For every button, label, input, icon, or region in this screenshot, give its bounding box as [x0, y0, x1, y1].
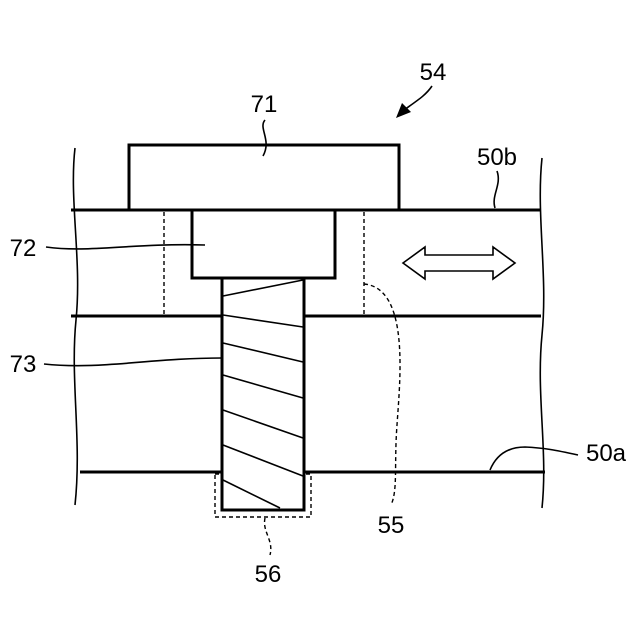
pointer-arrow-icon [396, 86, 432, 118]
label-50b: 50b [477, 144, 517, 171]
label-56: 56 [255, 561, 282, 588]
leader-50b [494, 171, 498, 208]
label-55: 55 [378, 512, 405, 539]
left-break-line [73, 148, 77, 505]
double-headed-arrow-icon [403, 247, 515, 279]
label-73: 73 [10, 351, 37, 378]
threaded-shaft [222, 277, 304, 510]
flange-block [192, 210, 335, 278]
leader-56 [265, 518, 271, 555]
leader-72 [46, 245, 205, 249]
leader-50a [490, 447, 578, 470]
label-50a: 50a [586, 440, 627, 467]
label-72: 72 [10, 235, 37, 262]
label-71: 71 [251, 91, 278, 118]
label-54: 54 [420, 59, 447, 86]
leader-73 [44, 358, 222, 366]
